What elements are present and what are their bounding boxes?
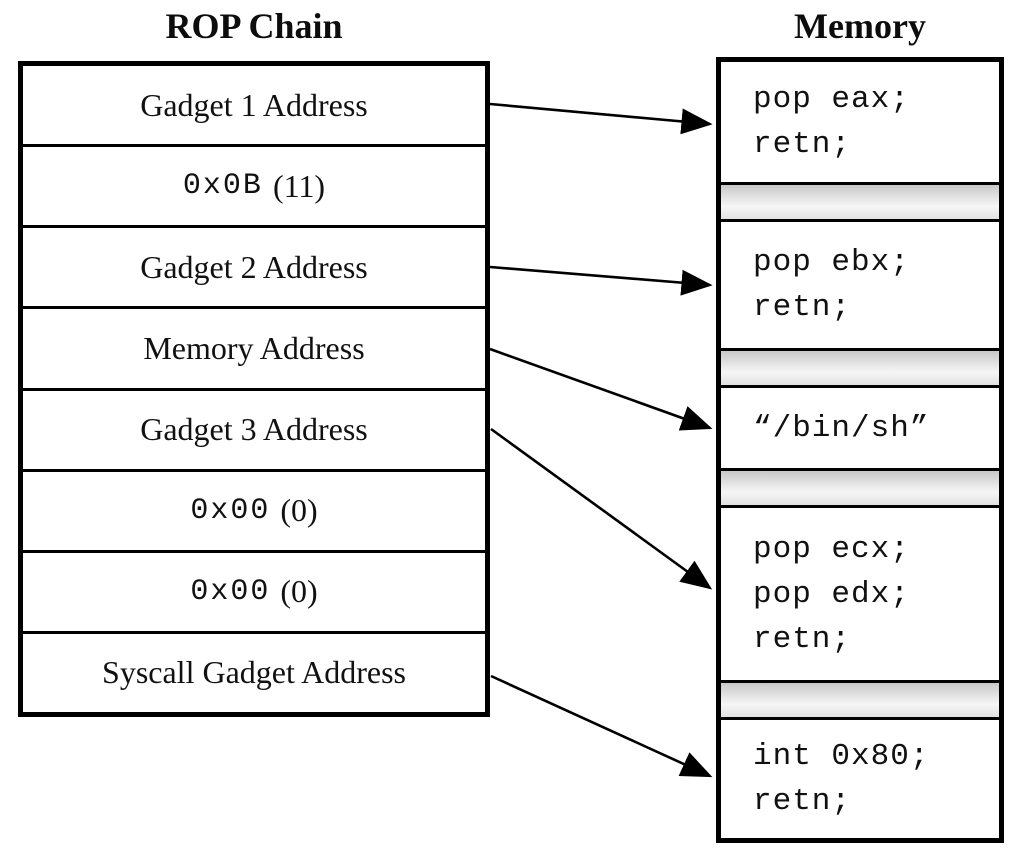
rop-row-note: (0)	[280, 573, 318, 610]
rop-row-note: (11)	[272, 167, 326, 204]
rop-row-label: Gadget 1 Address	[140, 86, 368, 123]
memory-title: Memory	[794, 6, 926, 46]
rop-chain-box: Gadget 1 Address 0x0B (11) Gadget 2 Addr…	[18, 61, 490, 717]
rop-row-code: 0x00	[190, 574, 271, 609]
memory-separator	[721, 182, 999, 222]
rop-row-arg-0x00-b: 0x00 (0)	[23, 549, 485, 631]
code-line: retn;	[753, 621, 852, 657]
code-line: int 0x80;	[753, 739, 930, 774]
rop-row-label: Gadget 3 Address	[140, 411, 368, 448]
arrow-gadget3-to-pop-ecx	[490, 427, 713, 590]
rop-row-label: Memory Address	[143, 329, 365, 366]
rop-row-memory-address: Memory Address	[23, 306, 485, 387]
code-line: pop edx;	[753, 576, 910, 612]
rop-row-arg-0x00-a: 0x00 (0)	[23, 468, 485, 550]
rop-row-code: 0x00	[190, 493, 271, 528]
rop-row-label: Gadget 2 Address	[140, 248, 368, 285]
memory-block-binsh-string: “/bin/sh”	[721, 388, 999, 468]
rop-row-gadget1: Gadget 1 Address	[23, 66, 485, 144]
rop-row-syscall-gadget: Syscall Gadget Address	[23, 630, 485, 712]
rop-row-gadget2: Gadget 2 Address	[23, 225, 485, 306]
code-line: “/bin/sh”	[753, 410, 930, 446]
memory-block-int-0x80: int 0x80; retn;	[721, 720, 999, 838]
code-line: retn;	[753, 127, 852, 162]
code-line: retn;	[753, 290, 852, 325]
memory-block-pop-eax: pop eax; retn;	[721, 62, 999, 182]
code-line: pop eax;	[753, 82, 910, 117]
rop-row-arg-0x0b: 0x0B (11)	[23, 144, 485, 225]
rop-row-code: 0x0B	[182, 169, 263, 204]
memory-separator	[721, 468, 999, 508]
rop-chain-title: ROP Chain	[165, 6, 343, 46]
arrow-gadget1-to-pop-eax	[489, 102, 713, 135]
rop-row-gadget3: Gadget 3 Address	[23, 387, 485, 469]
arrow-syscall-to-int80	[490, 674, 713, 778]
code-line: pop ebx;	[753, 245, 910, 280]
code-line: retn;	[753, 784, 852, 819]
rop-row-label: Syscall Gadget Address	[102, 654, 406, 691]
memory-separator	[721, 680, 999, 720]
rop-row-note: (0)	[280, 492, 318, 529]
memory-block-pop-ebx: pop ebx; retn;	[721, 222, 999, 348]
arrow-memaddr-to-binsh	[489, 347, 713, 431]
arrow-gadget2-to-pop-ebx	[489, 265, 713, 296]
code-line: pop ecx;	[753, 531, 910, 567]
memory-separator	[721, 348, 999, 388]
memory-block-pop-ecx-edx: pop ecx; pop edx; retn;	[721, 508, 999, 680]
memory-box: pop eax; retn; pop ebx; retn; “/bin/sh” …	[716, 57, 1004, 843]
